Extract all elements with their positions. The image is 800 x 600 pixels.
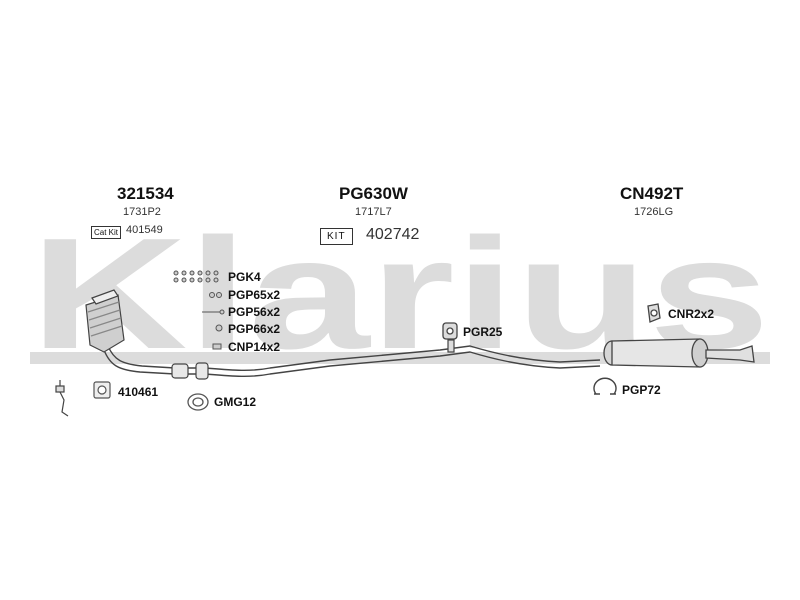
cat-kit-number: 401549 [126, 224, 163, 236]
lambda-sensor [55, 380, 69, 417]
left-section-code: 321534 [117, 184, 174, 203]
gasket-icon [187, 393, 209, 411]
middle-section-subcode: 1717L7 [355, 206, 392, 218]
sensor-kit-icon [93, 381, 111, 399]
rear-silencer [603, 338, 755, 368]
pipe-hanger [447, 339, 455, 353]
part-label-gmg12: GMG12 [214, 395, 257, 409]
clamp-ring-icon [593, 377, 617, 395]
part-label-pgp65: PGP65x2 [228, 288, 281, 302]
pipe-clamp [171, 362, 209, 380]
kit-badge: KIT [320, 228, 353, 245]
right-section-subcode: 1726LG [634, 206, 674, 218]
part-label-cnr2: CNR2x2 [668, 307, 715, 321]
rubber-mount-icon [442, 322, 458, 340]
part-label-cnp14: CNP14x2 [228, 340, 281, 354]
exhaust-pipe [103, 345, 601, 378]
part-label-pgk4: PGK4 [228, 270, 261, 284]
part-label-pgp72: PGP72 [622, 383, 661, 397]
right-section-code: CN492T [620, 184, 684, 203]
part-label-410461: 410461 [118, 385, 159, 399]
cat-kit-badge: Cat Kit [91, 226, 122, 239]
rubber-ring-icon [647, 303, 661, 323]
bolt-set-icons [173, 270, 225, 350]
kit-number: 402742 [366, 226, 420, 243]
part-label-pgp56: PGP56x2 [228, 305, 281, 319]
catalytic-converter [85, 289, 125, 353]
part-label-pgr25: PGR25 [463, 325, 503, 339]
part-label-pgp66: PGP66x2 [228, 322, 281, 336]
left-section-subcode: 1731P2 [123, 206, 161, 218]
middle-section-code: PG630W [339, 184, 408, 203]
